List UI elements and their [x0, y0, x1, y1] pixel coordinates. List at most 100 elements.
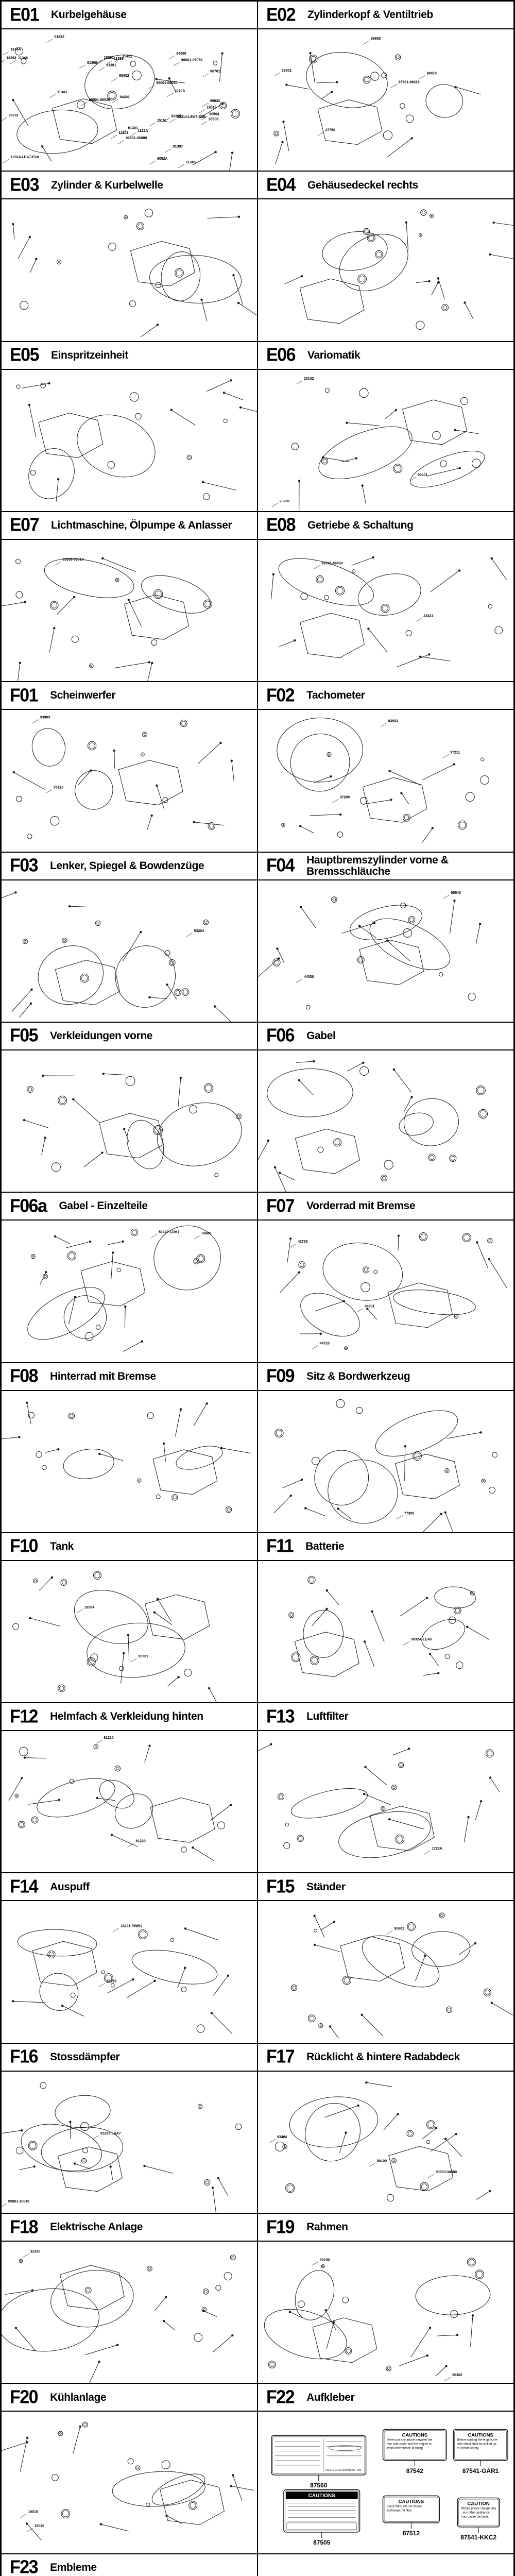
svg-text:90401: 90401 — [418, 473, 428, 477]
section-title: Gehäusedeckel rechts — [307, 179, 418, 191]
svg-text:91307: 91307 — [173, 145, 183, 149]
section-title: Getriebe & Schaltung — [307, 519, 414, 532]
section-code: E06 — [266, 345, 296, 366]
svg-text:87560: 87560 — [310, 2482, 328, 2489]
sticker-87505: CAUTIONS 87505 — [283, 2489, 360, 2547]
svg-text:87512: 87512 — [403, 2530, 420, 2537]
section-title: Zylinder & Kurbelwelle — [51, 179, 163, 191]
section-header — [258, 2554, 513, 2576]
svg-text:95801: 95801 — [394, 1927, 404, 1931]
svg-text:CAUTIONS: CAUTIONS — [399, 2499, 424, 2505]
section-code: F11 — [266, 1536, 294, 1557]
section-title: Kühlanlage — [50, 2391, 107, 2403]
section-title: Einspritzeinheit — [51, 349, 128, 361]
svg-text:37750: 37750 — [325, 128, 335, 132]
svg-text:exchange the filter.: exchange the filter. — [386, 2510, 412, 2513]
svg-text:96001-06020: 96001-06020 — [89, 98, 110, 102]
svg-text:95002: 95002 — [119, 74, 129, 78]
exploded-parts-drawing: 93509-03010 — [2, 557, 212, 682]
section-code: F18 — [10, 2216, 39, 2238]
svg-text:87505: 87505 — [313, 2539, 331, 2546]
svg-text:CAUTION: CAUTION — [468, 2501, 490, 2507]
svg-text:18320: 18320 — [107, 1980, 117, 1984]
svg-text:94050: 94050 — [176, 52, 186, 56]
section-code: F19 — [266, 2216, 295, 2238]
svg-text:93701-08040: 93701-08040 — [321, 562, 342, 565]
exploded-parts-drawing — [16, 379, 257, 502]
svg-text:91255-LBA7: 91255-LBA7 — [100, 2132, 121, 2136]
section-title: Helmfach & Verkleidung hinten — [50, 1710, 203, 1723]
svg-text:1122A: 1122A — [138, 129, 148, 133]
section-code: F04 — [266, 855, 295, 876]
svg-text:93404: 93404 — [277, 2136, 287, 2139]
diagram-f13: 1723A — [258, 1731, 513, 1872]
svg-text:93903-34380: 93903-34380 — [436, 2171, 457, 2174]
svg-text:87541-KKC2: 87541-KKC2 — [460, 2534, 496, 2541]
svg-text:77200: 77200 — [404, 1512, 415, 1515]
exploded-parts-drawing — [258, 1060, 488, 1192]
section-title: Tachometer — [306, 689, 365, 702]
section-code: F17 — [266, 2046, 295, 2067]
svg-text:37200: 37200 — [340, 795, 350, 799]
svg-text:CAUTIONS: CAUTIONS — [308, 2493, 335, 2499]
svg-text:90504: 90504 — [209, 112, 219, 116]
exploded-parts-drawing — [2, 1401, 251, 1513]
svg-text:18291: 18291 — [104, 56, 114, 60]
empty-cell — [258, 2553, 514, 2576]
section-title: Rücklicht & hintere Radabdeck — [306, 2050, 460, 2063]
section-title: Verkleidungen vorne — [50, 1030, 153, 1042]
section-code: F13 — [266, 1706, 295, 1727]
svg-text:, any other appliance: , any other appliance — [461, 2512, 490, 2515]
section-code: F06 — [266, 1025, 295, 1046]
svg-text:Before starting the engine,the: Before starting the engine,the — [457, 2439, 497, 2442]
svg-text:15151: 15151 — [157, 119, 167, 123]
section-code: F06a — [10, 1195, 47, 1216]
svg-text:93509-03010: 93509-03010 — [62, 558, 83, 562]
section-code: F22 — [266, 2386, 295, 2408]
svg-text:39301: 39301 — [282, 69, 292, 73]
svg-text:23200: 23200 — [280, 499, 290, 503]
svg-text:96653: 96653 — [371, 37, 381, 41]
svg-text:may cause damage.: may cause damage. — [461, 2516, 489, 2519]
svg-text:13314-LEA7-E0A: 13314-LEA7-E0A — [11, 156, 39, 159]
section-title: Auspuff — [50, 1880, 90, 1893]
svg-text:rear side cover and the engine: rear side cover and the engine to — [386, 2443, 432, 2446]
